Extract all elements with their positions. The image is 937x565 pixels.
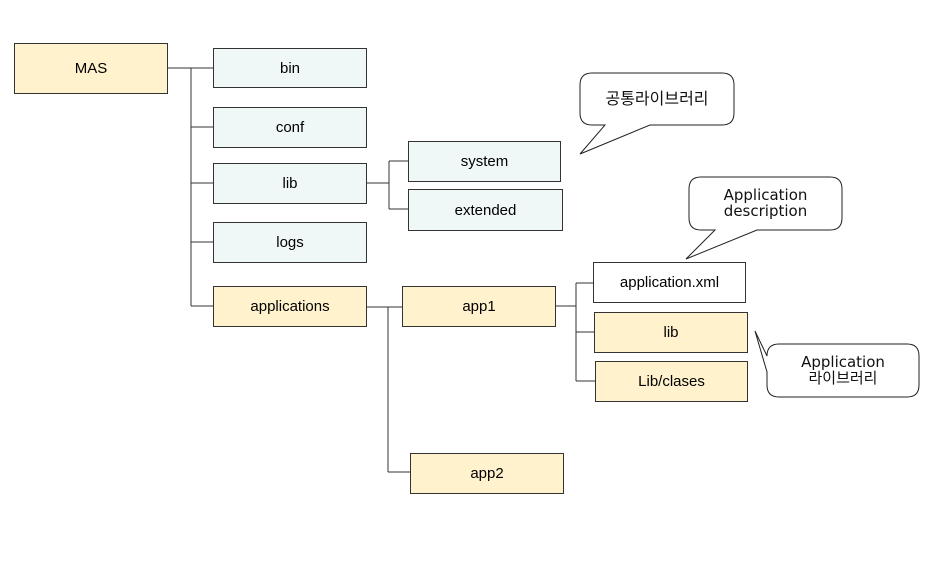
node-label: lib xyxy=(663,324,679,341)
node-app1: app1 xyxy=(402,286,556,327)
callout-app-description-text: Application description xyxy=(689,187,842,219)
callout-line: description xyxy=(723,202,808,220)
node-conf: conf xyxy=(213,107,367,148)
callout-app-library-text: Application 라이브러리 xyxy=(767,354,919,386)
callout-common-library xyxy=(579,72,735,155)
node-applications: applications xyxy=(213,286,367,327)
callout-app-description xyxy=(685,176,843,260)
callout-app-library xyxy=(754,330,920,398)
node-label: app1 xyxy=(462,298,496,315)
node-system: system xyxy=(408,141,561,182)
node-application-xml: application.xml xyxy=(593,262,746,303)
node-label: lib xyxy=(282,175,298,192)
callout-line: Application xyxy=(801,353,885,371)
node-label: applications xyxy=(250,298,330,315)
callout-line: 라이브러리 xyxy=(808,369,878,387)
node-label: conf xyxy=(275,119,305,136)
callout-line: Application xyxy=(723,186,808,204)
node-label: application.xml xyxy=(619,274,720,291)
node-label: Lib/clases xyxy=(638,373,705,390)
node-app-lib: lib xyxy=(594,312,748,353)
node-extended: extended xyxy=(408,189,563,231)
callout-common-library-text: 공통라이브러리 xyxy=(605,89,709,108)
node-logs: logs xyxy=(213,222,367,263)
node-lib: lib xyxy=(213,163,367,204)
node-label: MAS xyxy=(74,60,108,77)
node-label: app2 xyxy=(470,465,504,482)
node-mas: MAS xyxy=(14,43,168,94)
node-bin: bin xyxy=(213,48,367,88)
node-lib-classes: Lib/clases xyxy=(595,361,748,402)
node-label: extended xyxy=(454,201,517,219)
node-label: system xyxy=(460,153,509,170)
node-label: bin xyxy=(279,59,301,77)
node-app2: app2 xyxy=(410,453,564,494)
node-label: logs xyxy=(276,234,304,251)
